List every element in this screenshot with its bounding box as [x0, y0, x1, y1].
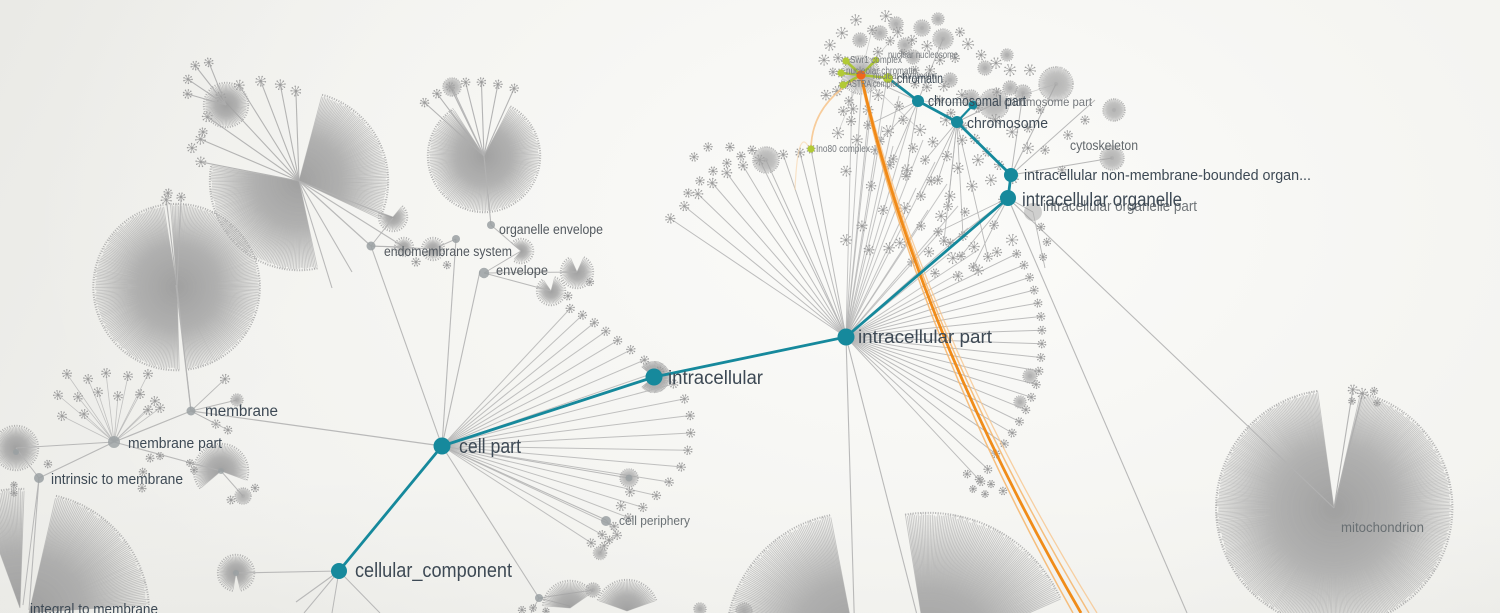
- svg-text:Ino80 complex: Ino80 complex: [816, 144, 870, 155]
- svg-text:chromosome: chromosome: [967, 115, 1048, 132]
- svg-text:cellular_component: cellular_component: [355, 560, 512, 582]
- svg-text:membrane part: membrane part: [128, 435, 223, 452]
- svg-text:nucleolar chromatin: nucleolar chromatin: [846, 66, 917, 77]
- svg-text:Swr1 complex: Swr1 complex: [850, 55, 902, 66]
- svg-text:envelope: envelope: [496, 263, 548, 278]
- svg-text:mitochondrion: mitochondrion: [1341, 520, 1424, 535]
- svg-text:chromosome part: chromosome part: [1004, 95, 1093, 109]
- svg-text:integral to membrane: integral to membrane: [30, 601, 158, 613]
- svg-text:chromosomal part: chromosomal part: [928, 93, 1027, 110]
- svg-text:organelle envelope: organelle envelope: [499, 222, 603, 237]
- svg-text:intracellular non-membrane-bou: intracellular non-membrane-bounded organ…: [1024, 167, 1311, 184]
- svg-text:intrinsic to membrane: intrinsic to membrane: [51, 471, 183, 488]
- svg-text:intracellular: intracellular: [668, 368, 764, 389]
- svg-text:endomembrane system: endomembrane system: [384, 244, 512, 259]
- svg-text:nuclear nucleosome: nuclear nucleosome: [888, 49, 958, 61]
- svg-text:chromatin: chromatin: [897, 71, 943, 86]
- svg-text:intracellular part: intracellular part: [858, 327, 992, 347]
- svg-text:intracellular organelle: intracellular organelle: [1022, 190, 1182, 211]
- svg-text:nuclear chromatin: nuclear chromatin: [873, 70, 936, 82]
- svg-text:cytoskeleton: cytoskeleton: [1070, 138, 1138, 153]
- svg-text:cell part: cell part: [459, 436, 521, 458]
- svg-text:intracellular organelle part: intracellular organelle part: [1043, 199, 1197, 215]
- svg-text:ASTRA complex: ASTRA complex: [847, 79, 900, 90]
- svg-text:membrane: membrane: [205, 403, 278, 420]
- svg-text:cell periphery: cell periphery: [619, 514, 691, 528]
